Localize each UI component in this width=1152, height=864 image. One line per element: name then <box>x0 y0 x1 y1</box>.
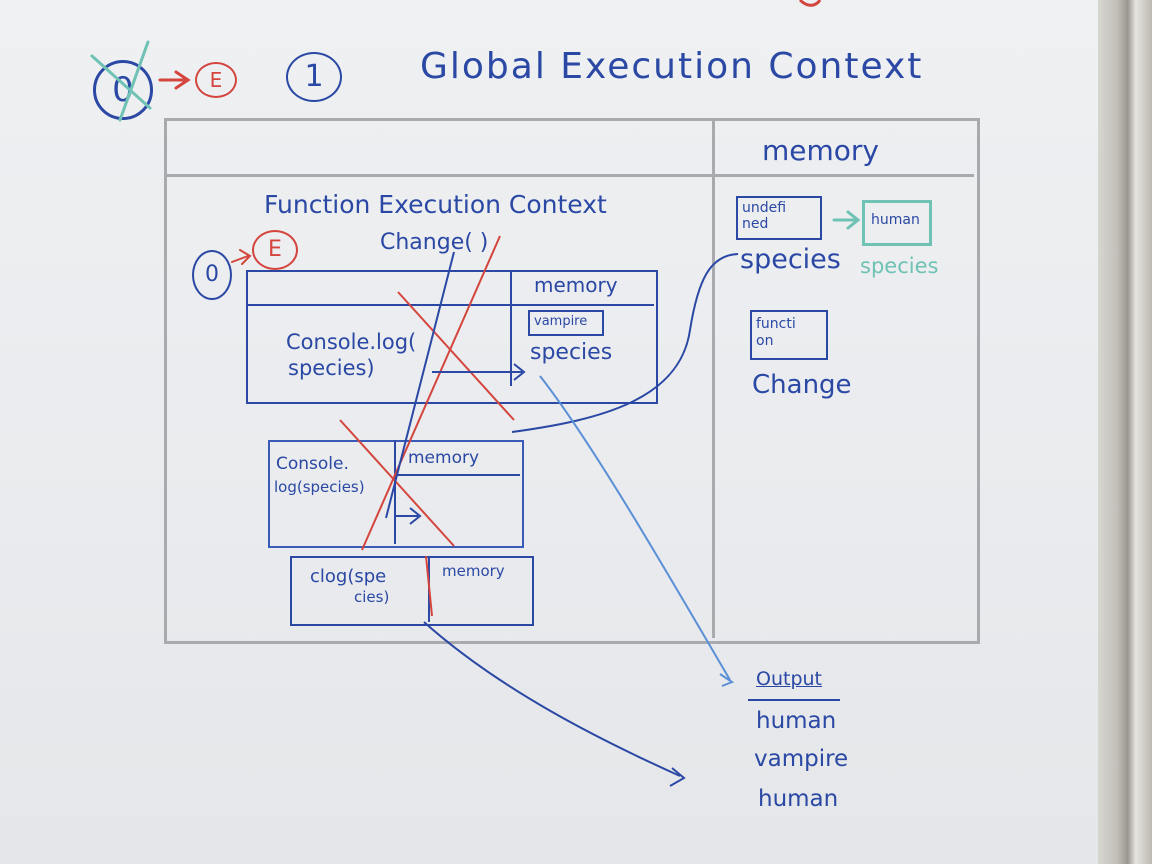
global-memory-label: memory <box>762 134 879 167</box>
step-zero-label: 0 <box>112 70 134 110</box>
global-species-new-value-box: human <box>862 200 932 246</box>
page-title: Global Execution Context <box>420 46 924 87</box>
global-species-new-value: human <box>871 212 920 228</box>
step-arrow-top <box>158 70 191 90</box>
arrow-call3-to-output-head <box>669 767 686 787</box>
call3-frame <box>290 556 534 626</box>
step-one-circle: 1 <box>286 52 342 102</box>
call1-code-line2: species) <box>288 356 375 380</box>
output-line-1: human <box>756 708 837 734</box>
function-step-zero-label: 0 <box>205 262 219 287</box>
step-e-label: E <box>209 68 223 92</box>
function-context-title: Function Execution Context <box>264 190 607 219</box>
call1-header-divider <box>246 304 654 306</box>
global-change-name: Change <box>752 370 852 400</box>
call3-code-line2: cies) <box>354 588 390 606</box>
call1-memory-label: memory <box>534 273 618 297</box>
global-memory-divider <box>712 118 715 638</box>
arrow-species-to-output-head <box>719 673 735 687</box>
global-change-value: functi on <box>756 316 796 349</box>
global-species-ghost-name: species <box>860 254 939 278</box>
call3-code-line1: clog(spe <box>310 566 387 587</box>
call2-code-line1: Console. <box>276 454 349 474</box>
call1-code-line1: Console.log( <box>286 330 417 354</box>
red-scribble-top <box>798 0 822 7</box>
call3-memory-label: memory <box>442 562 505 580</box>
global-species-name: species <box>740 244 841 275</box>
whiteboard-frame <box>1098 0 1152 864</box>
output-label: Output <box>756 668 822 690</box>
call2-memory-divider <box>394 440 396 544</box>
call1-memory-divider <box>510 270 512 386</box>
output-line-2: vampire <box>754 746 849 772</box>
global-change-value-box: functi on <box>750 310 828 360</box>
function-context-subtitle: Change( ) <box>380 230 489 255</box>
global-header-divider <box>164 174 974 177</box>
arrow-call3-to-output <box>423 621 681 777</box>
call2-code-line2: log(species) <box>274 478 365 496</box>
global-species-value-box: undefi ned <box>736 196 822 240</box>
call1-memory-name: species <box>530 340 613 365</box>
function-step-e-circle: E <box>252 230 298 270</box>
call3-memory-divider <box>428 556 430 622</box>
global-species-value: undefi ned <box>742 200 787 232</box>
step-e-circle: E <box>195 62 237 98</box>
output-line-3: human <box>758 786 839 812</box>
call2-header-divider <box>394 474 520 476</box>
step-one-label: 1 <box>304 59 324 94</box>
function-step-zero-circle: 0 <box>192 250 232 300</box>
function-step-e-label: E <box>268 237 282 262</box>
call1-memory-value-box: vampire <box>528 310 604 336</box>
call1-memory-value: vampire <box>534 314 588 329</box>
call2-memory-label: memory <box>408 448 480 468</box>
step-zero-circle: 0 <box>93 60 153 120</box>
